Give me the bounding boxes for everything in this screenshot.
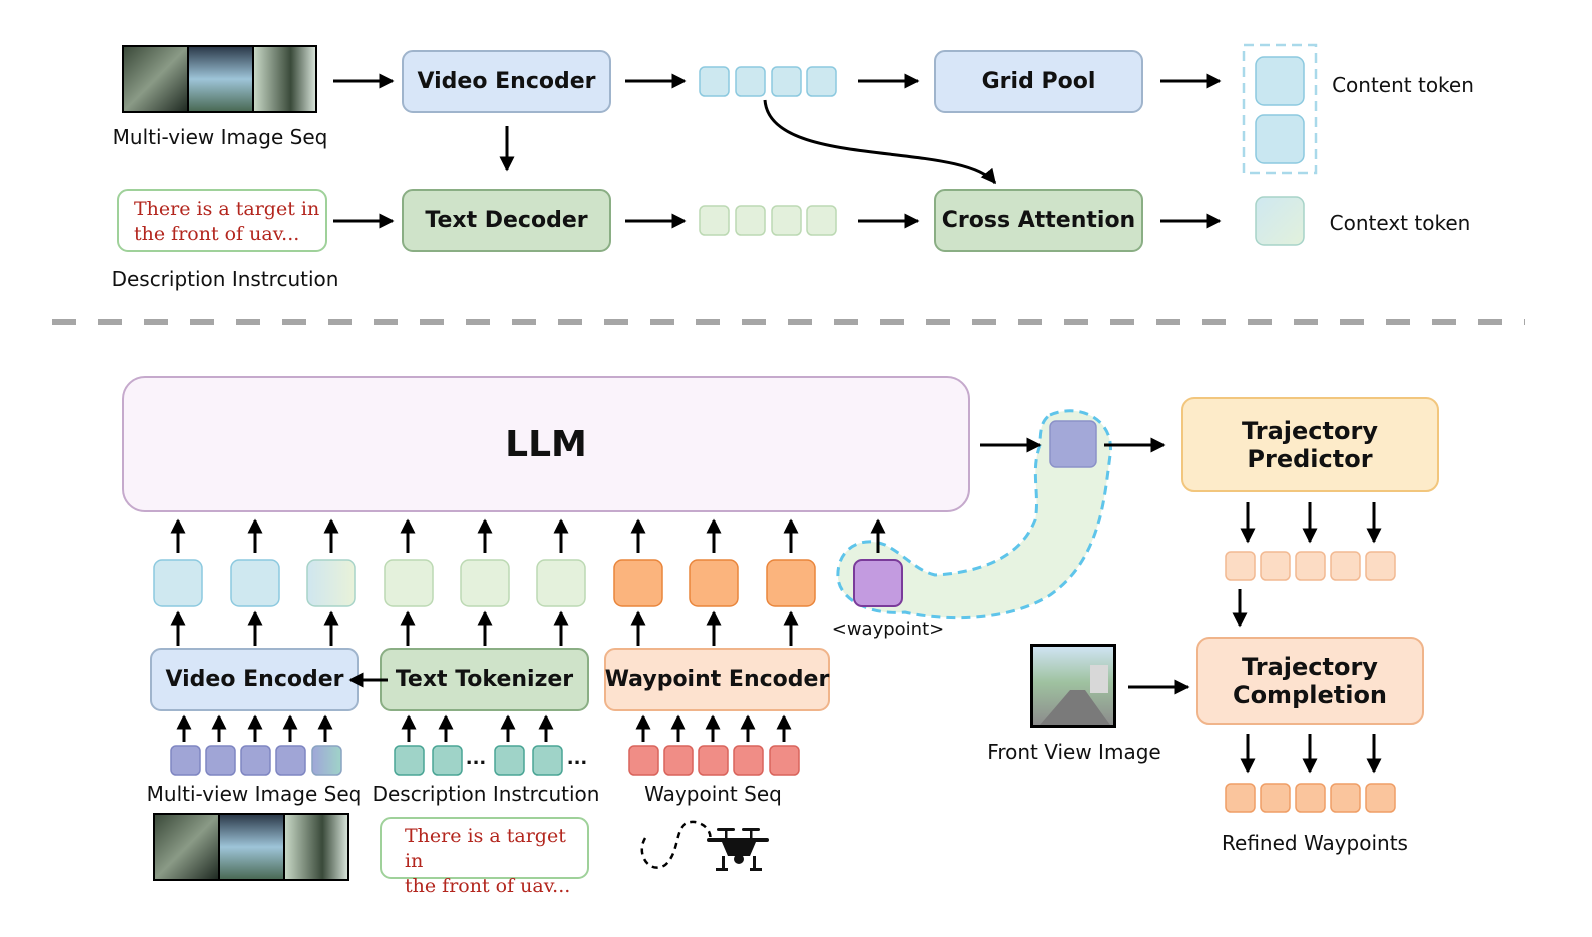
- content-token: [1255, 114, 1305, 164]
- instruction-box-top: [117, 189, 327, 252]
- cross-attention-box: [934, 189, 1143, 252]
- bottom-image-caption: Multi-view Image Seq: [146, 782, 362, 806]
- encoder-output-arrows: [170, 610, 799, 646]
- waypoint-token: [853, 559, 903, 607]
- content-token: [1255, 56, 1305, 106]
- top-instruction-caption: Description Instrcution: [111, 267, 339, 291]
- waypoint-encoder-box: [604, 648, 830, 711]
- completion-output-arrows: [1240, 734, 1382, 774]
- video-encoder-label-top: Video Encoder: [417, 69, 596, 94]
- text-decoder-box: [402, 189, 611, 252]
- content-token-container: [1242, 43, 1318, 175]
- dashed-path-icon: [640, 820, 712, 869]
- instruction-box-bottom: [380, 817, 589, 879]
- text-tokenizer-label: Text Tokenizer: [395, 667, 574, 692]
- trajectory-predictor-label: Trajectory Predictor: [1242, 416, 1378, 473]
- trajectory-predictor-box: [1181, 397, 1439, 492]
- ellipsis-text: ...: [465, 747, 487, 769]
- llm-box: [122, 376, 970, 512]
- text-token-row: [699, 205, 837, 236]
- refined-waypoint-row: [1225, 783, 1396, 813]
- waypoint-output-token: [1049, 420, 1097, 468]
- view-image-1: [124, 47, 187, 111]
- bottom-instruction-caption: Description Instrcution: [372, 782, 600, 806]
- view-image-2: [189, 47, 252, 111]
- top-image-caption: Multi-view Image Seq: [112, 125, 328, 149]
- ellipsis-text: ...: [566, 747, 588, 769]
- instruction-text-top: There is a target in the front of uav...: [134, 198, 320, 245]
- content-token-label: Content token: [1332, 73, 1474, 97]
- context-token: [1255, 196, 1305, 246]
- arrow-icon: [763, 99, 997, 185]
- cross-attention-label: Cross Attention: [941, 208, 1136, 233]
- front-view-image: [1030, 644, 1116, 728]
- trajectory-completion-label: Trajectory Completion: [1232, 653, 1388, 709]
- multi-view-image-strip: [122, 45, 317, 113]
- grid-pool-box: [934, 50, 1143, 113]
- refined-waypoints-label: Refined Waypoints: [1222, 831, 1408, 855]
- llm-input-arrows: [170, 518, 886, 553]
- waypoint-seq-caption: Waypoint Seq: [644, 782, 782, 806]
- text-decoder-label: Text Decoder: [425, 208, 588, 233]
- visual-token-row: [699, 66, 837, 97]
- instruction-text-bottom: There is a target in the front of uav...: [405, 825, 571, 897]
- input-token-arrows: [176, 714, 792, 742]
- predictor-output-arrows: [1240, 502, 1382, 544]
- waypoint-highlight-region: [836, 409, 1112, 620]
- drone-icon: [707, 828, 769, 871]
- multi-view-image-strip-bottom: [153, 813, 349, 881]
- raw-input-token-row: [170, 745, 800, 776]
- view-image-3: [254, 47, 315, 111]
- trajectory-completion-box: [1196, 637, 1424, 725]
- front-view-caption: Front View Image: [987, 740, 1161, 764]
- grid-pool-label: Grid Pool: [981, 69, 1096, 94]
- llm-label: LLM: [505, 423, 587, 465]
- waypoint-encoder-label: Waypoint Encoder: [604, 667, 830, 692]
- video-encoder-box-top: [402, 50, 611, 113]
- video-encoder-label-bottom: Video Encoder: [165, 667, 344, 692]
- waypoint-token-label: <waypoint>: [831, 618, 945, 640]
- embedded-token-row: [153, 559, 903, 607]
- coarse-waypoint-row: [1225, 551, 1396, 581]
- context-token-label: Context token: [1329, 211, 1471, 235]
